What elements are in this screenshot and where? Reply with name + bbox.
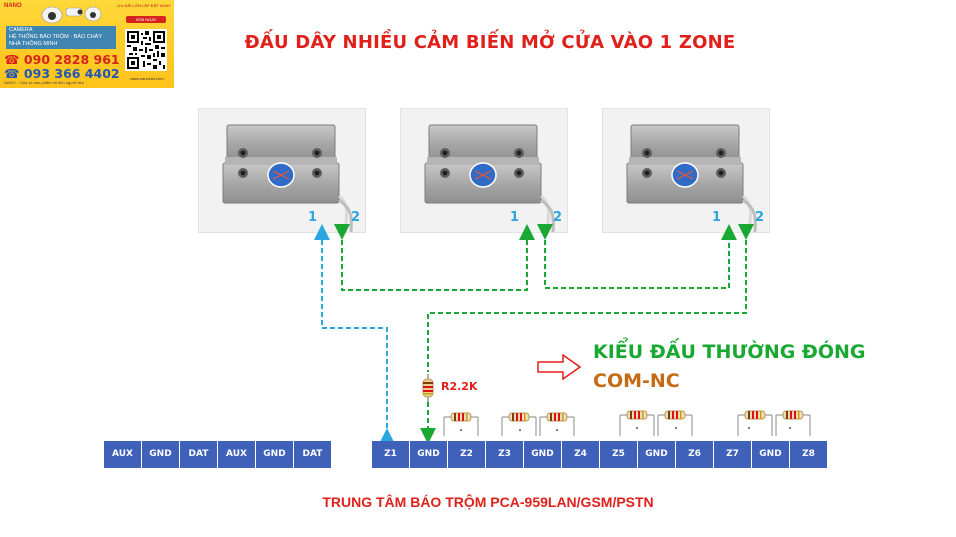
terminal-z6: Z6	[676, 441, 713, 468]
terminal-gnd: GND	[524, 441, 561, 468]
terminal-dot	[519, 429, 521, 431]
terminal-z3: Z3	[486, 441, 523, 468]
terminal-z7: Z7	[714, 441, 751, 468]
wire-s1-s2-green	[334, 224, 535, 291]
door-sensor-2: 1 2	[400, 108, 568, 233]
terminal-dot	[636, 427, 638, 429]
terminal-block-power: AUX GND DAT AUX GND DAT	[104, 441, 331, 468]
phone-number-1[interactable]: ☎ 090 2828 961	[4, 52, 120, 67]
terminal-z8: Z8	[790, 441, 827, 468]
resistor-icon	[444, 412, 478, 422]
wire-s2-s3-green	[537, 224, 737, 289]
door-sensor-icon	[222, 124, 353, 232]
terminal-z4: Z4	[562, 441, 599, 468]
resistor-icon	[502, 412, 536, 422]
resistor-icon	[738, 410, 772, 420]
wire-label-1: 1	[308, 210, 318, 225]
wire-label-2: 2	[553, 210, 563, 225]
qr-code-icon[interactable]	[125, 29, 167, 71]
page-title: ĐẤU DÂY NHIỀU CẢM BIẾN MỞ CỬA VÀO 1 ZONE	[244, 32, 736, 53]
mode-subtitle: COM-NC	[593, 370, 680, 392]
resistor-icon	[620, 410, 654, 420]
banner-tagline: NANO - Chia sẻ sản phẩm tốt đến người ti…	[4, 80, 85, 85]
door-sensor-icon	[424, 124, 555, 232]
promo-title: ƯU ĐÃI LỚN LẮP ĐẶT NGAY	[117, 3, 171, 8]
promo-button[interactable]: XEM NGAY	[126, 16, 166, 23]
terminal-z1: Z1	[372, 441, 409, 468]
services-list: CAMERA HỆ THỐNG BÁO TRỘM - BÁO CHÁY NHÀ …	[6, 26, 116, 49]
terminal-gnd: GND	[410, 441, 447, 468]
service-item: HỆ THỐNG BÁO TRỘM - BÁO CHÁY	[9, 34, 103, 40]
terminal-dot	[675, 427, 677, 429]
terminal-z2: Z2	[448, 441, 485, 468]
terminal-dot	[748, 427, 750, 429]
terminal-z5: Z5	[600, 441, 637, 468]
service-item: CAMERA	[9, 27, 33, 33]
wire-label-1: 1	[510, 210, 520, 225]
wire-label-1: 1	[712, 210, 722, 225]
resistor-icon	[658, 410, 692, 420]
service-item: NHÀ THÔNG MINH	[9, 41, 58, 47]
terminal-dat: DAT	[294, 441, 331, 468]
terminal-dot	[556, 429, 558, 431]
resistor-icon	[776, 410, 810, 420]
resistor-label: R2.2K	[441, 380, 478, 393]
phone-number-2[interactable]: ☎ 093 366 4402	[4, 66, 120, 81]
door-sensor-icon	[626, 124, 757, 232]
wire-label-2: 2	[755, 210, 765, 225]
terminal-gnd: GND	[142, 441, 179, 468]
cameras-icon	[41, 6, 102, 24]
terminal-dot	[460, 429, 462, 431]
terminal-aux: AUX	[218, 441, 255, 468]
terminal-gnd: GND	[638, 441, 675, 468]
wire-label-2: 2	[351, 210, 361, 225]
resistor-icon	[540, 412, 574, 422]
terminal-aux: AUX	[104, 441, 141, 468]
terminal-dot	[789, 427, 791, 429]
terminal-gnd: GND	[752, 441, 789, 468]
door-sensor-1: 1 2	[198, 108, 366, 233]
brand-logo: NANO	[4, 3, 22, 9]
wire-z1-blue	[314, 224, 395, 444]
panel-caption: TRUNG TÂM BÁO TRỘM PCA-959LAN/GSM/PSTN	[322, 494, 654, 510]
terminal-gnd: GND	[256, 441, 293, 468]
mode-title: KIỂU ĐẤU THƯỜNG ĐÓNG	[593, 341, 866, 363]
wire-s3-gnd-green	[427, 224, 754, 372]
terminal-block-zones: Z1 GND Z2 Z3 GND Z4 Z5 GND Z6 Z7 GND Z8	[372, 441, 827, 468]
door-sensor-3: 1 2	[602, 108, 770, 233]
website-link[interactable]: www.nanoviet.com	[130, 76, 164, 81]
resistor-icon	[422, 374, 434, 402]
terminal-dat: DAT	[180, 441, 217, 468]
promo-banner[interactable]: NANO CAMERA HỆ THỐNG BÁO TRỘM - BÁO CHÁY…	[0, 0, 174, 88]
arrow-right-icon	[537, 354, 581, 380]
